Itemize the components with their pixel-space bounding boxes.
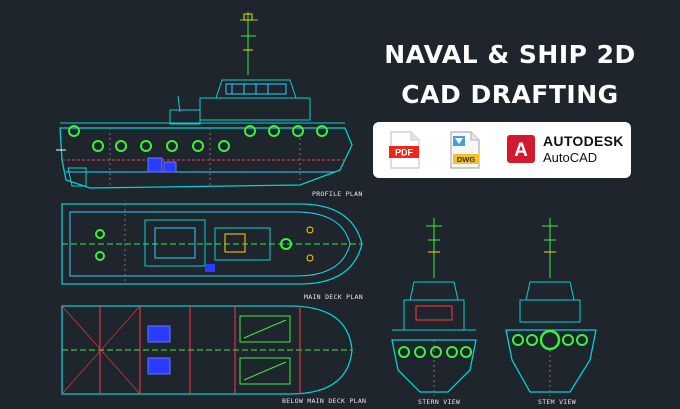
main-deck-plan-label: MAIN DECK PLAN: [304, 293, 363, 301]
below-deck-plan-label: BELOW MAIN DECK PLAN: [282, 397, 367, 405]
autocad-logo-icon: A: [507, 135, 535, 163]
pdf-label: PDF: [395, 148, 414, 158]
stern-view-drawing: [391, 218, 477, 396]
pdf-file-icon: PDF: [389, 131, 420, 169]
stem-view-label: STEM VIEW: [538, 398, 576, 406]
dwg-file-icon: DWG: [450, 131, 480, 169]
autocad-logo-letter: A: [514, 140, 528, 161]
below-deck-plan-drawing: [61, 305, 353, 395]
dwg-label: DWG: [457, 155, 475, 164]
autocad-product-name: AutoCAD: [543, 150, 598, 165]
format-badge-panel: PDF DWG A AUTODESK AutoCAD: [373, 122, 631, 178]
autodesk-brand-name: AUTODESK: [543, 133, 624, 149]
stern-view-label: STERN VIEW: [418, 398, 461, 406]
stem-view-drawing: [505, 218, 597, 396]
headline-line-2: CAD DRAFTING: [401, 80, 619, 109]
main-deck-plan-drawing: [61, 203, 363, 285]
profile-plan-drawing: [56, 12, 353, 189]
profile-plan-label: PROFILE PLAN: [312, 190, 363, 198]
headline-line-1: NAVAL & SHIP 2D: [384, 40, 636, 69]
